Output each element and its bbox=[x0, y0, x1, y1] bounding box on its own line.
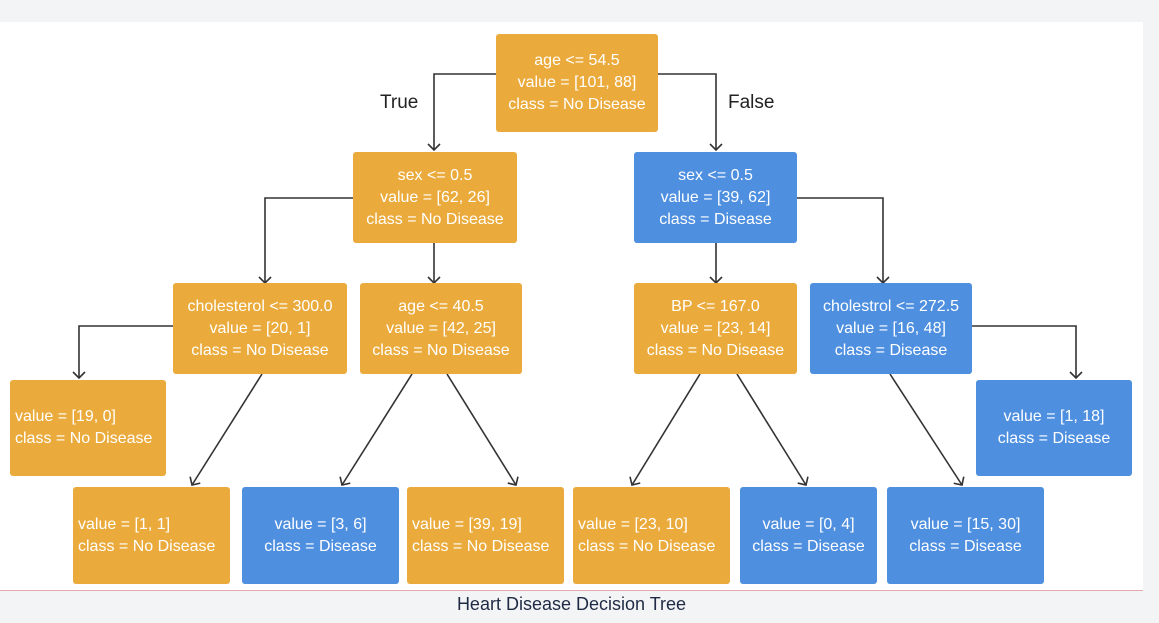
tree-leaf-1[interactable]: value = [19, 0] class = No Disease bbox=[10, 380, 166, 476]
tree-leaf-4[interactable]: value = [39, 19] class = No Disease bbox=[407, 487, 564, 584]
node-rule: cholestrol <= 272.5 bbox=[822, 297, 960, 315]
node-class: class = Disease bbox=[264, 537, 377, 555]
tree-leaf-5[interactable]: value = [23, 10] class = No Disease bbox=[573, 487, 730, 584]
node-rule: age <= 40.5 bbox=[398, 297, 484, 315]
tree-leaf-3[interactable]: value = [3, 6] class = Disease bbox=[242, 487, 399, 584]
node-class: class = No Disease bbox=[508, 96, 646, 113]
tree-node-l2-a[interactable]: cholesterol <= 300.0 value = [20, 1] cla… bbox=[173, 283, 347, 374]
node-class: class = No Disease bbox=[366, 210, 504, 228]
false-edge-label: False bbox=[728, 92, 775, 113]
node-class: class = No Disease bbox=[191, 341, 329, 359]
tree-node-l1-right[interactable]: sex <= 0.5 value = [39, 62] class = Dise… bbox=[634, 152, 797, 243]
node-value: value = [3, 6] bbox=[274, 515, 367, 533]
node-value: value = [101, 88] bbox=[517, 74, 637, 91]
node-class: class = Disease bbox=[834, 341, 948, 359]
tree-leaf-6[interactable]: value = [0, 4] class = Disease bbox=[740, 487, 877, 584]
node-class: class = No Disease bbox=[372, 341, 510, 359]
node-value: value = [39, 19] bbox=[412, 515, 522, 533]
node-value: value = [23, 10] bbox=[578, 515, 688, 533]
node-value: value = [16, 48] bbox=[836, 319, 946, 337]
tree-leaf-7[interactable]: value = [15, 30] class = Disease bbox=[887, 487, 1044, 584]
node-class: class = Disease bbox=[659, 210, 772, 228]
node-class: class = No Disease bbox=[78, 537, 216, 555]
node-value: value = [62, 26] bbox=[380, 188, 490, 206]
node-value: value = [15, 30] bbox=[910, 515, 1021, 533]
node-value: value = [1, 1] bbox=[78, 515, 171, 533]
node-rule: cholesterol <= 300.0 bbox=[187, 297, 333, 315]
tree-node-l2-d[interactable]: cholestrol <= 272.5 value = [16, 48] cla… bbox=[810, 283, 972, 374]
node-value: value = [0, 4] bbox=[762, 515, 855, 533]
node-rule: sex <= 0.5 bbox=[397, 166, 473, 184]
node-rule: age <= 54.5 bbox=[534, 52, 620, 69]
node-class: class = No Disease bbox=[15, 430, 153, 447]
node-value: value = [23, 14] bbox=[660, 319, 771, 337]
node-value: value = [19, 0] bbox=[15, 408, 116, 425]
tree-node-l2-b[interactable]: age <= 40.5 value = [42, 25] class = No … bbox=[360, 283, 522, 374]
tree-leaf-8[interactable]: value = [1, 18] class = Disease bbox=[976, 380, 1132, 476]
node-rule: sex <= 0.5 bbox=[678, 166, 753, 184]
tree-leaf-2[interactable]: value = [1, 1] class = No Disease bbox=[73, 487, 230, 584]
node-class: class = Disease bbox=[752, 537, 865, 555]
node-class: class = Disease bbox=[909, 537, 1022, 555]
node-class: class = Disease bbox=[997, 430, 1111, 447]
node-value: value = [20, 1] bbox=[209, 319, 311, 337]
node-class: class = No Disease bbox=[646, 341, 785, 359]
node-value: value = [39, 62] bbox=[660, 188, 771, 206]
tree-node-l1-left[interactable]: sex <= 0.5 value = [62, 26] class = No D… bbox=[353, 152, 517, 243]
tree-node-root[interactable]: age <= 54.5 value = [101, 88] class = No… bbox=[496, 34, 658, 132]
node-class: class = No Disease bbox=[412, 537, 550, 555]
caption-divider bbox=[0, 590, 1143, 591]
figure-caption: Heart Disease Decision Tree bbox=[456, 594, 687, 614]
node-value: value = [1, 18] bbox=[1003, 408, 1105, 425]
true-edge-label: True bbox=[380, 92, 419, 113]
node-rule: BP <= 167.0 bbox=[671, 297, 760, 315]
node-class: class = No Disease bbox=[578, 537, 716, 555]
node-value: value = [42, 25] bbox=[386, 319, 496, 337]
tree-node-l2-c[interactable]: BP <= 167.0 value = [23, 14] class = No … bbox=[634, 283, 797, 374]
